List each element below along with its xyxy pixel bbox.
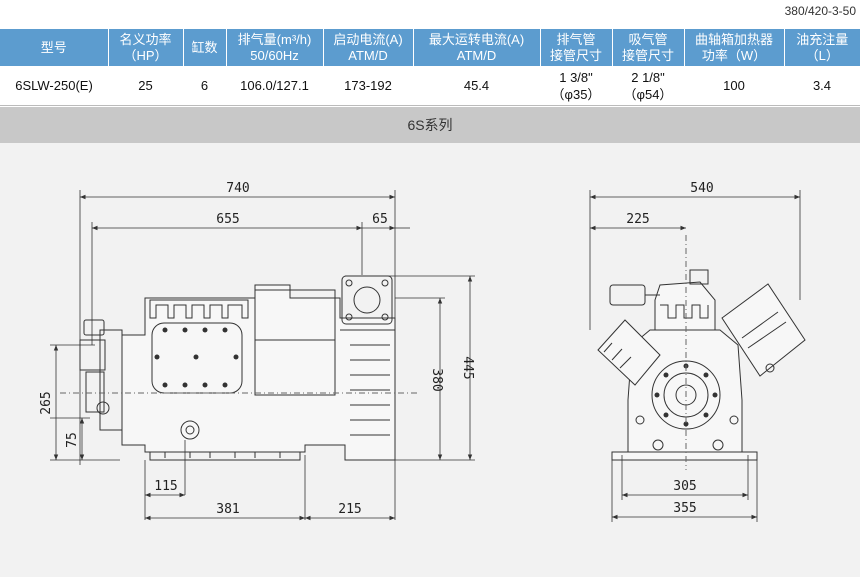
dim-265: 265 bbox=[39, 391, 54, 414]
cell-displacement: 106.0/127.1 bbox=[226, 66, 323, 106]
suction-flange bbox=[341, 275, 393, 325]
cell-heater: 100 bbox=[684, 66, 784, 106]
voltage-code: 380/420-3-50 bbox=[784, 4, 856, 18]
dim-115: 115 bbox=[154, 479, 177, 494]
header-suction-pipe: 吸气管接管尺寸 bbox=[612, 29, 685, 66]
cell-start-current: 173-192 bbox=[323, 66, 413, 106]
discharge-valve bbox=[609, 284, 646, 306]
front-view-compressor bbox=[597, 235, 806, 470]
cylinder-fins bbox=[149, 299, 249, 319]
spec-data-row: 6SLW-250(E) 25 6 106.0/127.1 173-192 45.… bbox=[0, 66, 860, 106]
top-cylinder-head bbox=[654, 281, 716, 331]
dim-540: 540 bbox=[690, 181, 713, 196]
cover-plate bbox=[151, 322, 243, 394]
spec-table: 型号 名义功率（HP） 缸数 排气量(m³/h)50/60Hz 启动电流(A)A… bbox=[0, 29, 860, 106]
dim-655: 655 bbox=[216, 212, 239, 227]
dim-355: 355 bbox=[673, 501, 696, 516]
front-view-dimension-labels: 540 225 305 355 bbox=[626, 181, 713, 516]
dim-215: 215 bbox=[338, 502, 361, 517]
right-cylinder-head bbox=[721, 283, 806, 377]
dim-75: 75 bbox=[65, 432, 80, 448]
header-discharge-pipe: 排气管接管尺寸 bbox=[540, 29, 613, 66]
cell-cylinders: 6 bbox=[183, 66, 226, 106]
oil-sight-glass bbox=[180, 420, 200, 440]
dim-445: 445 bbox=[460, 356, 475, 379]
spec-header-row: 型号 名义功率（HP） 缸数 排气量(m³/h)50/60Hz 启动电流(A)A… bbox=[0, 29, 860, 66]
cell-suction-pipe: 2 1/8"（φ54） bbox=[612, 66, 684, 106]
left-cylinder-head bbox=[597, 319, 661, 386]
header-start-current: 启动电流(A)ATM/D bbox=[323, 29, 414, 66]
cell-oil: 3.4 bbox=[784, 66, 860, 106]
side-view-dimension-labels: 740 655 65 115 381 215 445 380 265 75 bbox=[39, 181, 475, 517]
dim-740: 740 bbox=[226, 181, 249, 196]
header-heater: 曲轴箱加热器功率（W） bbox=[684, 29, 785, 66]
series-title: 6S系列 bbox=[0, 107, 860, 143]
header-power: 名义功率（HP） bbox=[108, 29, 184, 66]
dim-65: 65 bbox=[372, 212, 388, 227]
header-displacement: 排气量(m³/h)50/60Hz bbox=[226, 29, 324, 66]
dim-381: 381 bbox=[216, 502, 239, 517]
front-base-plate bbox=[611, 451, 758, 461]
side-view-dimensions bbox=[50, 190, 475, 521]
dim-380: 380 bbox=[429, 368, 444, 391]
technical-drawing-area: 740 655 65 115 381 215 445 380 265 75 bbox=[0, 143, 860, 577]
header-cylinders: 缸数 bbox=[183, 29, 227, 66]
header-model: 型号 bbox=[0, 29, 109, 66]
suction-port bbox=[353, 286, 381, 314]
header-max-current: 最大运转电流(A)ATM/D bbox=[413, 29, 541, 66]
side-view-compressor bbox=[60, 275, 420, 461]
dim-225: 225 bbox=[626, 212, 649, 227]
cell-model: 6SLW-250(E) bbox=[0, 66, 108, 106]
valve-top bbox=[83, 319, 105, 336]
cell-discharge-pipe: 1 3/8"（φ35） bbox=[540, 66, 612, 106]
header-oil: 油充注量（L） bbox=[784, 29, 860, 66]
cell-power: 25 bbox=[108, 66, 183, 106]
cell-max-current: 45.4 bbox=[413, 66, 540, 106]
oil-pump bbox=[99, 329, 123, 431]
cover-bolts bbox=[154, 327, 239, 388]
front-view-dimensions bbox=[589, 190, 801, 522]
dim-305: 305 bbox=[673, 479, 696, 494]
motor-housing bbox=[254, 289, 336, 396]
